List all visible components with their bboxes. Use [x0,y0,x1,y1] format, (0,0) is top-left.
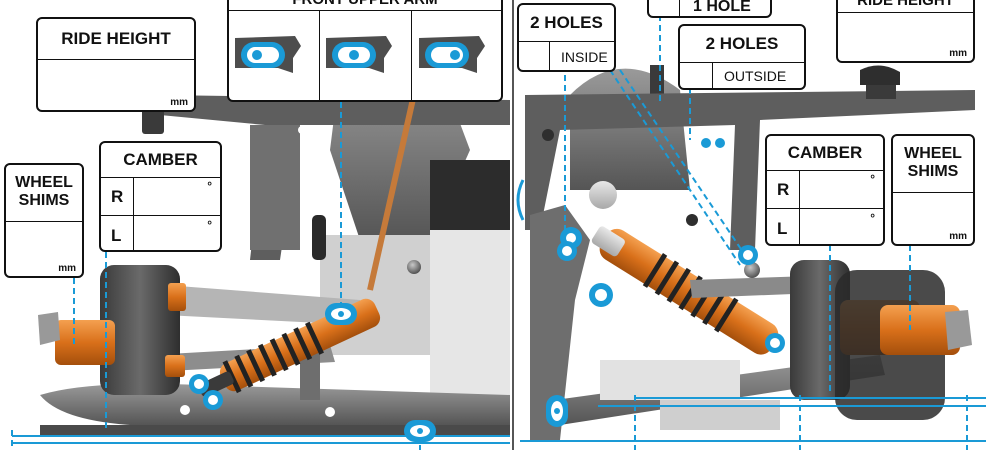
upper-arm-slot-icon [419,36,485,73]
ride-height-unit-right: mm [949,48,967,59]
camber-unit-r-right: ° [870,172,875,186]
two-holes-inside-box: 2 HOLES INSIDE [517,3,616,72]
marker-hinge-plate [546,395,568,427]
camber-box-left: CAMBER R L ° ° [99,141,222,252]
two-holes-inside-title: 2 HOLES [530,13,603,32]
camber-unit-l-left: ° [207,218,212,232]
hole-markers [189,138,785,442]
camber-title-right: CAMBER [787,143,863,162]
one-hole-box: 1 HOLE [647,0,772,18]
front-upper-arm-title: FRONT UPPER ARM [229,0,501,10]
camber-unit-l-right: ° [870,211,875,225]
marker-bottom-center [404,420,436,442]
upper-arm-option-3 [417,18,501,96]
upper-arm-slot-icon [235,36,301,73]
two-holes-outside-sub: OUTSIDE [724,68,787,84]
two-holes-outside-box: 2 HOLES OUTSIDE [678,24,806,90]
reference-lines [12,397,986,444]
left-chassis-assembly [38,65,510,435]
wheel-shims-box-left: WHEEL SHIMS mm [4,163,84,278]
two-holes-outside-title: 2 HOLES [705,34,779,53]
camber-box-right: CAMBER R L ° ° [765,134,885,246]
wheel-shims-box-right: WHEEL SHIMS mm [891,134,975,246]
upper-arm-option-2 [324,18,408,96]
two-holes-inside-sub: INSIDE [561,49,608,65]
camber-row-r-left: R [111,187,124,206]
wheel-shims-unit-right: mm [949,231,967,242]
camber-row-l-right: L [777,219,788,238]
ride-height-box-left: RIDE HEIGHT mm [36,17,196,112]
upper-arm-option-1 [233,18,317,96]
wheel-shims-unit-left: mm [58,263,76,274]
front-upper-arm-box: FRONT UPPER ARM [227,0,503,102]
ride-height-title-right: RIDE HEIGHT [857,0,954,9]
ride-height-unit-left: mm [170,97,188,108]
camber-title-left: CAMBER [123,150,198,169]
one-hole-title: 1 HOLE [693,0,751,15]
camber-row-l-left: L [111,226,122,245]
ride-height-title-left: RIDE HEIGHT [61,29,171,48]
ride-height-box-right: RIDE HEIGHT mm [836,0,975,63]
camber-unit-r-left: ° [207,179,212,193]
wheel-shims-title-right: WHEEL SHIMS [904,145,962,180]
wheel-shims-title-left: WHEEL SHIMS [15,174,73,209]
marker-upper-arm [325,303,357,325]
camber-row-r-right: R [777,180,790,199]
upper-arm-slot-icon [326,36,392,73]
